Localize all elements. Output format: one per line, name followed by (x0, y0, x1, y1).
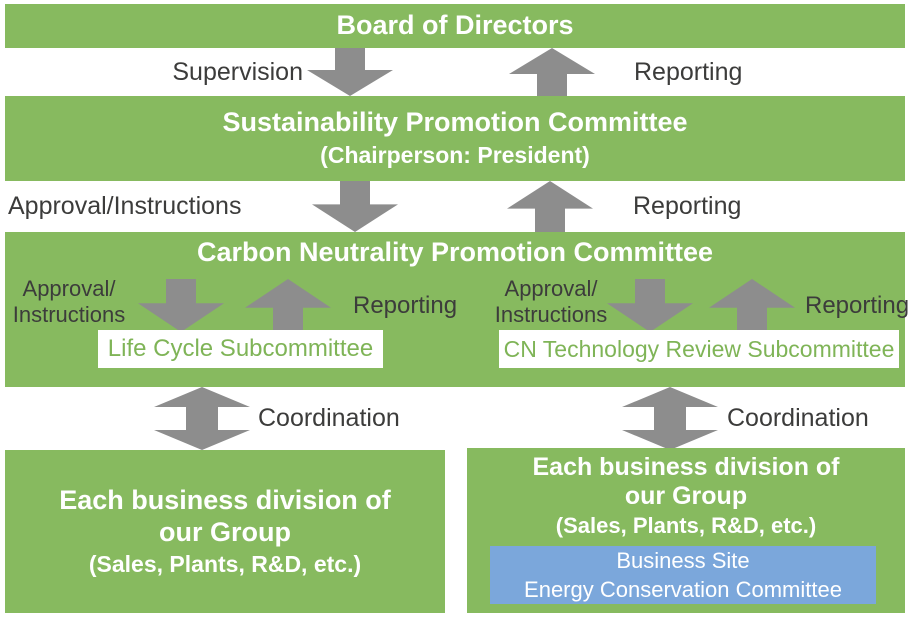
division-title: Each business division of our Group (532, 453, 840, 510)
down-arrow-icon (607, 279, 693, 332)
up-down-arrow-icon (154, 387, 250, 450)
reporting-label-left: Reporting (353, 291, 458, 319)
up-down-arrow-icon (622, 387, 718, 450)
coordination-label-right: Coordination (727, 404, 869, 432)
up-arrow-icon (509, 48, 595, 96)
division-detail: (Sales, Plants, R&D, etc.) (555, 512, 817, 538)
board-of-directors-box: Board of Directors (5, 4, 905, 48)
approval-instructions-label: Approval/Instructions (8, 192, 242, 220)
cn-technology-review-subcommittee-box: CN Technology Review Subcommittee (499, 330, 899, 368)
division-detail: (Sales, Plants, R&D, etc.) (88, 550, 362, 577)
sustainability-chairperson: (Chairperson: President) (320, 142, 590, 169)
up-arrow-icon (709, 279, 795, 332)
sustainability-title: Sustainability Promotion Committee (222, 106, 688, 137)
sustainability-committee-box: Sustainability Promotion Committee (Chai… (5, 96, 905, 181)
life-cycle-subcommittee-box: Life Cycle Subcommittee (98, 330, 383, 368)
approval-instructions-label-left: Approval/ Instructions (12, 276, 126, 327)
down-arrow-icon (312, 181, 398, 232)
up-arrow-icon (507, 181, 593, 232)
up-arrow-icon (245, 279, 331, 332)
approval-instructions-label-right: Approval/ Instructions (494, 276, 608, 327)
reporting-label-right: Reporting (805, 291, 910, 319)
coordination-label-left: Coordination (258, 404, 400, 432)
down-arrow-icon (138, 279, 224, 332)
carbon-neutrality-committee-box: Carbon Neutrality Promotion Committee Ap… (5, 232, 909, 387)
supervision-label: Supervision (172, 57, 303, 86)
reporting-label-mid: Reporting (633, 192, 742, 220)
down-arrow-icon (307, 48, 393, 96)
board-title: Board of Directors (336, 10, 574, 41)
division-title: Each business division of our Group (59, 485, 391, 547)
energy-conservation-committee-box: Business Site Energy Conservation Commit… (490, 546, 876, 604)
business-division-box-left: Each business division of our Group (Sal… (5, 450, 445, 613)
reporting-label-top: Reporting (634, 57, 743, 86)
carbon-title: Carbon Neutrality Promotion Committee (196, 237, 714, 267)
business-division-box-right: Each business division of our Group (Sal… (467, 448, 905, 613)
